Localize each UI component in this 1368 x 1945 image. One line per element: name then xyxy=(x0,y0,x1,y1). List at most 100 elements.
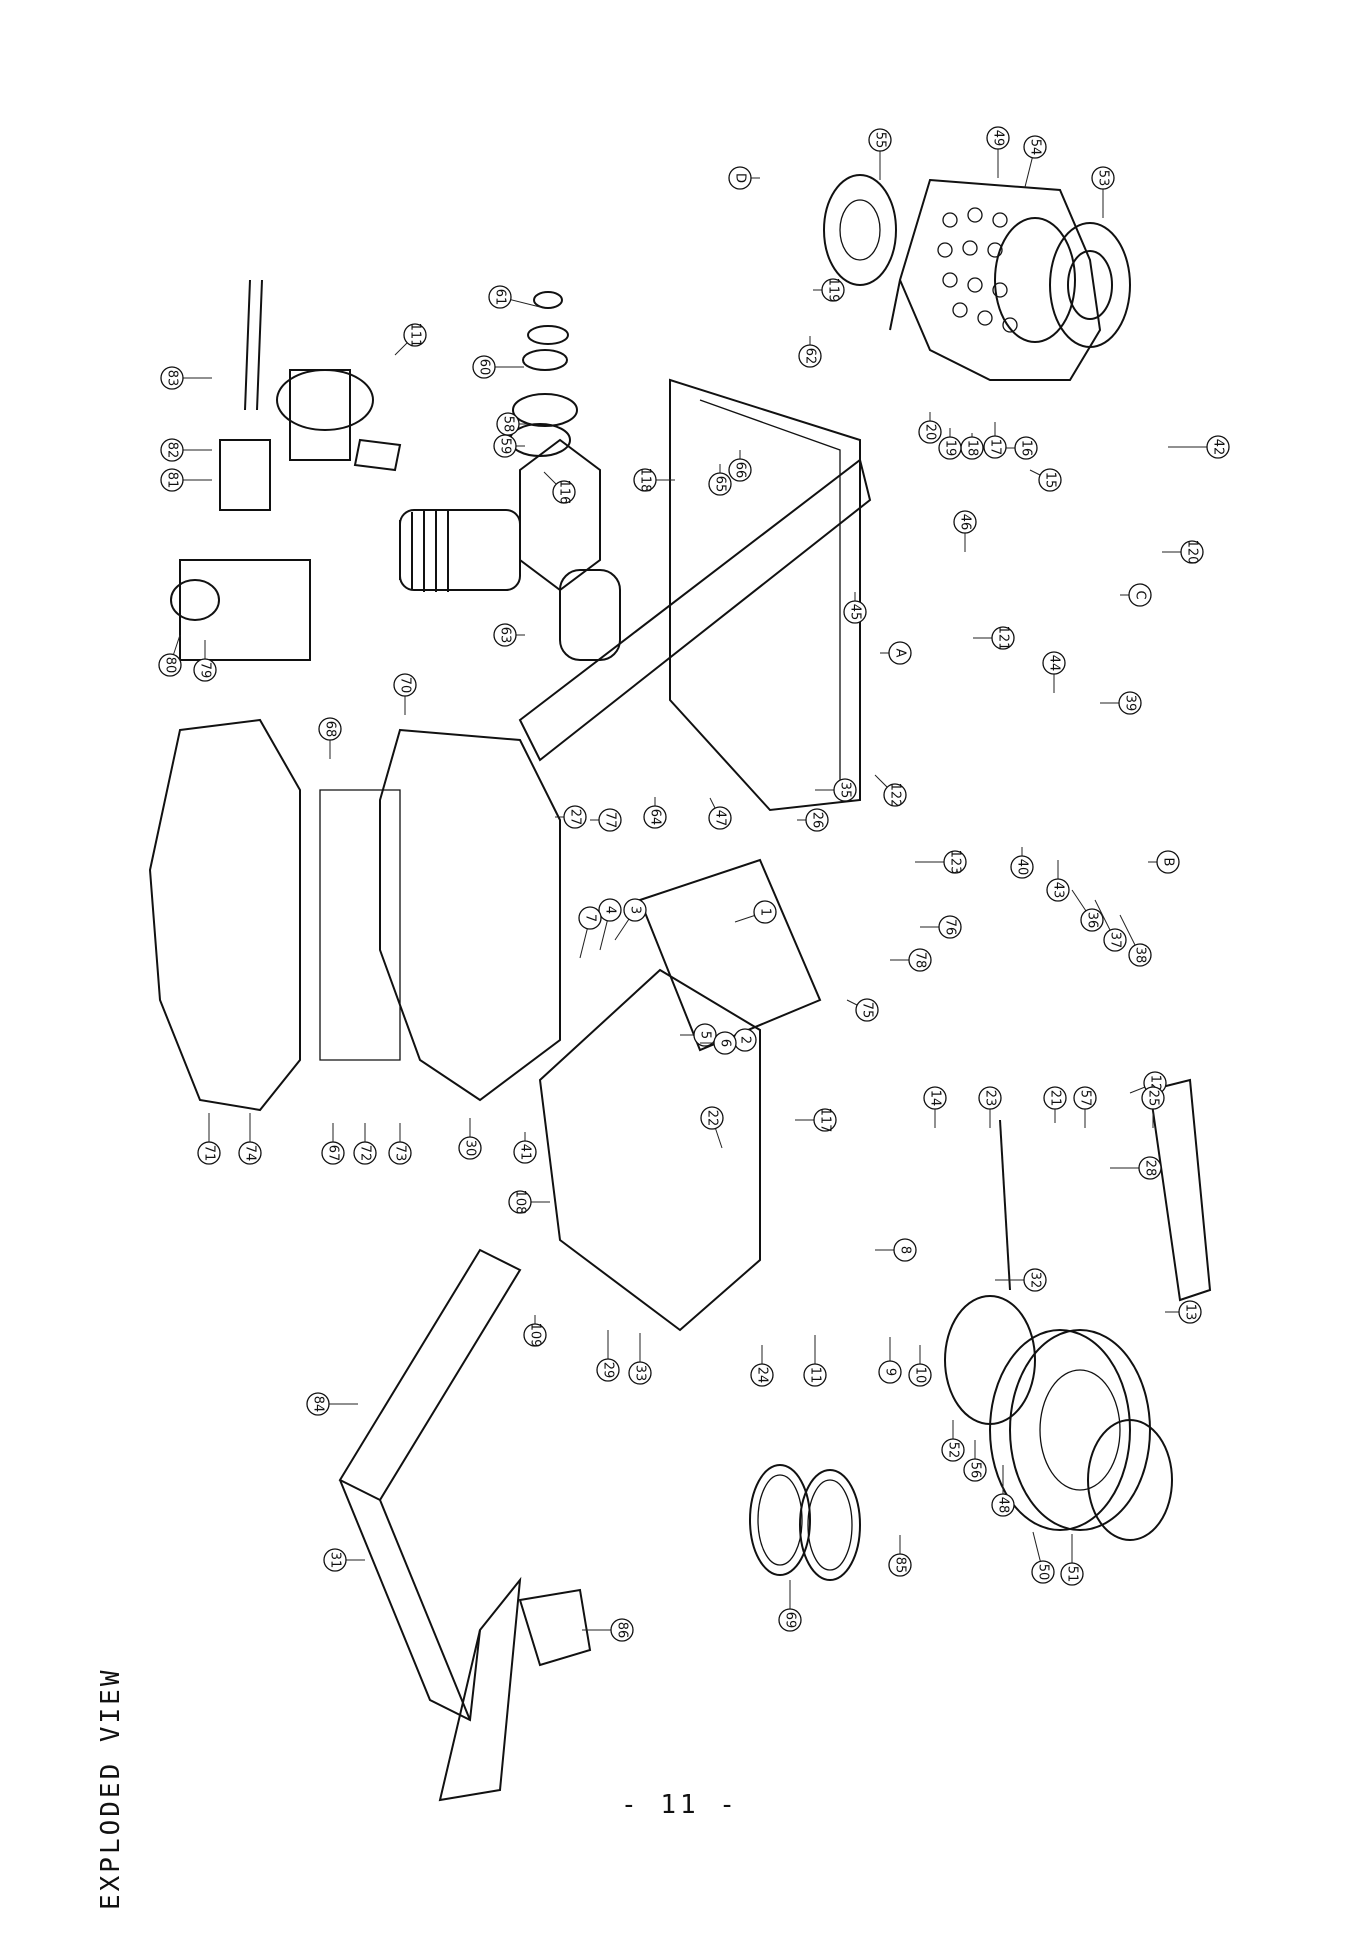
callout-number: 53 xyxy=(1096,170,1111,187)
callout-circle xyxy=(888,641,912,665)
callout-number: 17 xyxy=(988,439,1003,456)
callout-circle xyxy=(728,458,752,482)
callout-number: 36 xyxy=(1085,912,1100,929)
callout-85: 85 xyxy=(888,1535,912,1577)
callout-circle xyxy=(472,355,496,379)
callout-8: 8 xyxy=(875,1238,917,1262)
callout-number: 42 xyxy=(1211,439,1226,456)
callout-number: 15 xyxy=(1043,472,1058,489)
callout-circle xyxy=(1138,1156,1162,1180)
roll-bar xyxy=(338,1248,522,1802)
callout-number: 48 xyxy=(996,1497,1011,1514)
callout-circle xyxy=(938,436,962,460)
callout-circle xyxy=(1156,850,1180,874)
callout-number: 13 xyxy=(1183,1304,1198,1321)
callout-circle xyxy=(596,1358,620,1382)
callout-number: 111 xyxy=(408,323,423,348)
callout-number: 19 xyxy=(943,440,958,457)
callout-50: 50 xyxy=(1031,1531,1055,1584)
callout-circle xyxy=(1043,1086,1067,1110)
callout-number: 120 xyxy=(1185,540,1200,565)
callout-9: 9 xyxy=(878,1337,902,1384)
callout-circle xyxy=(1206,435,1230,459)
callout-circle xyxy=(868,128,892,152)
callout-circle xyxy=(598,898,622,922)
callout-53: 53 xyxy=(1091,166,1115,218)
callout-circle xyxy=(158,653,182,677)
callout-number: 69 xyxy=(783,1612,798,1629)
callout-42: 42 xyxy=(1168,435,1230,459)
callout-number: 51 xyxy=(1065,1566,1080,1583)
callout-52: 52 xyxy=(941,1420,965,1462)
callout-77: 77 xyxy=(590,808,622,832)
callout-number: 78 xyxy=(913,952,928,969)
callout-number: 55 xyxy=(873,132,888,149)
callout-11: 11 xyxy=(803,1335,827,1387)
callout-74: 74 xyxy=(238,1113,262,1165)
callout-number: 46 xyxy=(958,514,973,531)
callout-circle xyxy=(388,1141,412,1165)
callout-number: 5 xyxy=(698,1031,713,1039)
callout-number: 71 xyxy=(202,1145,217,1162)
callout-circle xyxy=(578,906,602,930)
callout-circle xyxy=(833,778,857,802)
callout-108: 108 xyxy=(508,1190,550,1214)
callout-circle xyxy=(1178,1300,1202,1324)
callout-number: 30 xyxy=(463,1140,478,1157)
callout-circle xyxy=(1031,1560,1055,1584)
callout-number: 123 xyxy=(948,850,963,875)
fuel-tank xyxy=(170,559,311,661)
callout-number: 7 xyxy=(583,914,598,922)
callout-28: 28 xyxy=(1110,1156,1162,1180)
callout-number: B xyxy=(1161,858,1176,867)
callout-number: 54 xyxy=(1028,139,1043,156)
callout-39: 39 xyxy=(1100,691,1142,715)
callout-116: 116 xyxy=(543,471,576,505)
callout-120: 120 xyxy=(1162,540,1204,565)
callout-number: 67 xyxy=(326,1145,341,1162)
callout-B: B xyxy=(1148,850,1180,874)
callout-number: 39 xyxy=(1123,695,1138,712)
callout-44: 44 xyxy=(1042,651,1066,693)
callout-circle xyxy=(1010,855,1034,879)
callout-circle xyxy=(628,1361,652,1385)
callout-122: 122 xyxy=(874,774,907,807)
callout-circle xyxy=(643,805,667,829)
callout-118: 118 xyxy=(633,468,675,492)
engine-assembly xyxy=(399,291,621,661)
callout-63: 63 xyxy=(493,623,525,647)
page-number: - 11 - xyxy=(621,1790,739,1820)
callout-number: 116 xyxy=(557,480,572,505)
callout-number: 23 xyxy=(983,1090,998,1107)
callout-number: 62 xyxy=(803,348,818,365)
callout-number: 10 xyxy=(913,1367,928,1384)
callout-circle xyxy=(923,1086,947,1110)
rear-tyre-assembly xyxy=(823,174,1131,381)
callout-7: 7 xyxy=(578,906,602,959)
callout-circle xyxy=(488,285,512,309)
callout-6: 6 xyxy=(700,1031,737,1055)
callout-circle xyxy=(918,420,942,444)
callout-circle xyxy=(1046,878,1070,902)
callout-circle xyxy=(798,344,822,368)
page-title: EXPLODED VIEW xyxy=(96,1667,126,1911)
callout-number: 18 xyxy=(965,440,980,457)
callout-number: 84 xyxy=(311,1396,326,1413)
callout-66: 66 xyxy=(728,450,752,482)
callout-number: 22 xyxy=(705,1110,720,1127)
callout-45: 45 xyxy=(843,592,867,624)
callout-number: 60 xyxy=(477,359,492,376)
callout-number: 79 xyxy=(198,662,213,679)
callout-number: 3 xyxy=(628,906,643,914)
callout-circle xyxy=(821,278,845,302)
callout-number: 52 xyxy=(946,1442,961,1459)
callout-123: 123 xyxy=(915,850,967,875)
callout-number: 74 xyxy=(243,1145,258,1162)
callout-circle xyxy=(728,166,752,190)
callout-84: 84 xyxy=(306,1392,358,1416)
callout-117: 117 xyxy=(795,1108,837,1132)
callout-circle xyxy=(493,623,517,647)
callout-circle xyxy=(1103,928,1127,952)
callout-circle xyxy=(855,998,879,1022)
callout-69: 69 xyxy=(778,1580,802,1632)
